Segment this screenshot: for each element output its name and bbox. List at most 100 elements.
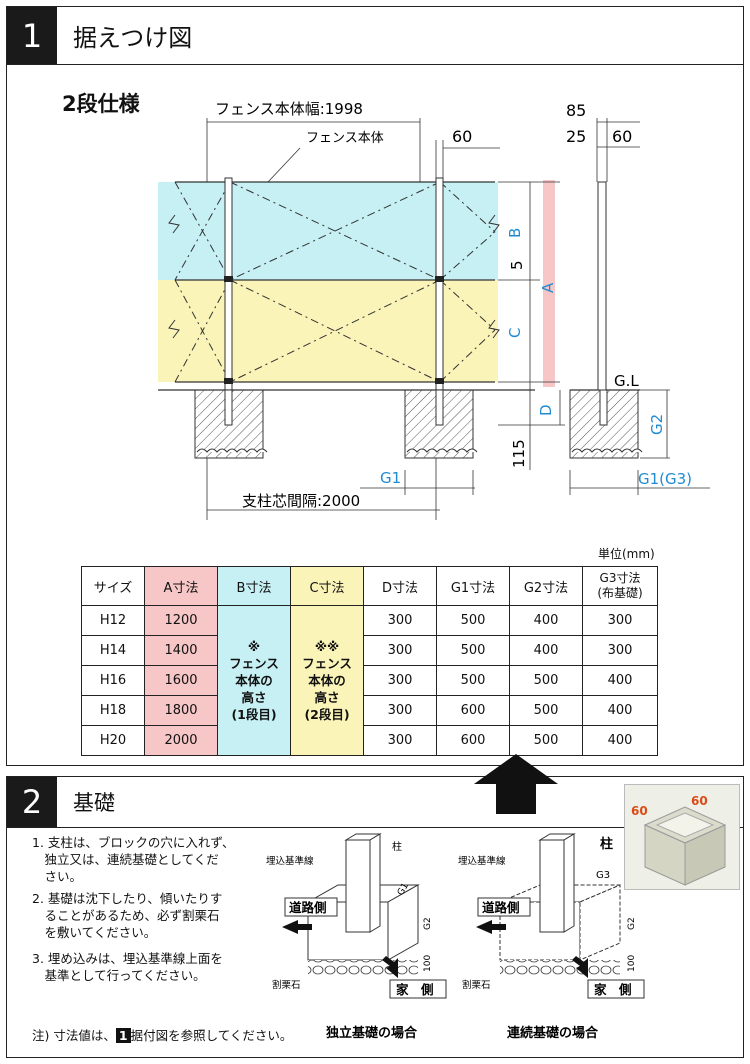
label-post-1: 柱: [392, 840, 402, 853]
th-c: C寸法: [290, 566, 364, 606]
cell-size: H18: [81, 695, 145, 726]
cell-g3: 400: [582, 665, 658, 696]
table-header-row: サイズ A寸法 B寸法 C寸法 D寸法 G1寸法 G2寸法 G3寸法 (布基礎): [81, 566, 658, 606]
note-3: 3. 埋め込みは、埋込基準線上面を 基準として行ってください。: [32, 951, 223, 983]
th-g1: G1寸法: [436, 566, 510, 606]
section-header: 2 基礎: [7, 777, 743, 828]
label-post-2: 柱: [600, 836, 613, 852]
label-dim-g2: G2: [648, 414, 666, 435]
post-cross-section-photo: 60 60: [624, 784, 740, 890]
cell-b-note: ※ フェンス 本体の 高さ (1段目): [217, 605, 291, 756]
cell-a: 1800: [144, 695, 218, 726]
cell-g2: 500: [509, 665, 583, 696]
label-post-depth-b: 60: [612, 127, 632, 146]
post-side-view: [597, 181, 607, 391]
dimension-table: サイズ A寸法 B寸法 C寸法 D寸法 G1寸法 G2寸法 G3寸法 (布基礎)…: [81, 566, 658, 756]
cell-g2: 400: [509, 605, 583, 636]
cell-g2: 500: [509, 695, 583, 726]
table-row: H16 1600 300 500 500 400: [81, 665, 658, 696]
cell-a: 1200: [144, 605, 218, 636]
cell-d: 300: [363, 695, 437, 726]
cell-a: 1400: [144, 635, 218, 666]
cell-g1: 600: [436, 725, 510, 756]
photo-dim-w: 60: [631, 804, 648, 818]
cell-g3: 300: [582, 635, 658, 666]
label-dim-b: B: [506, 228, 524, 238]
th-a: A寸法: [144, 566, 218, 606]
unit-label: 単位(mm): [598, 547, 655, 561]
cell-d: 300: [363, 635, 437, 666]
cell-d: 300: [363, 725, 437, 756]
section-number: 1: [7, 7, 57, 64]
foundation-diagrams: 埋込基準線 柱 G1 G2 100 道路側 家 側 割栗石 独立基礎の場合 埋込…: [266, 833, 645, 1041]
note-2: 2. 基礎は沈下したり、傾いたりす ることがあるため、必ず割栗石 を敷いてくださ…: [32, 891, 223, 940]
cell-g2: 500: [509, 725, 583, 756]
label-embed-line-2: 埋込基準線: [458, 855, 506, 867]
th-g3: G3寸法 (布基礎): [582, 566, 658, 606]
a-dimension-band: [543, 180, 555, 387]
footnote-post: 据付図を参照してください。: [130, 1028, 293, 1043]
label-house-side-1: 家 側: [396, 982, 434, 997]
cell-g1: 500: [436, 605, 510, 636]
section-title: 基礎: [73, 791, 115, 815]
label-post-depth-total: 85: [566, 101, 586, 120]
label-g3: G3: [596, 870, 610, 881]
cell-g2: 400: [509, 635, 583, 666]
label-gap: 5: [508, 260, 526, 270]
label-continuous: 連続基礎の場合: [507, 1025, 599, 1041]
label-g2-1: G2: [423, 917, 433, 930]
cell-size: H12: [81, 605, 145, 636]
section-header: 1 据えつけ図: [7, 7, 743, 65]
label-post-width: 60: [452, 127, 472, 146]
cell-g1: 500: [436, 635, 510, 666]
photo-dim-d: 60: [691, 794, 708, 808]
th-size: サイズ: [81, 566, 145, 606]
th-g2: G2寸法: [509, 566, 583, 606]
th-b: B寸法: [217, 566, 291, 606]
cell-a: 2000: [144, 725, 218, 756]
cell-g3: 300: [582, 605, 658, 636]
label-g2-2: G2: [627, 917, 637, 930]
label-dim-115: 115: [510, 439, 528, 468]
section-number: 2: [7, 777, 57, 827]
label-rubble-1: 割栗石: [272, 979, 301, 991]
installation-diagram: フェンス本体幅:1998 フェンス本体 60 85 25 60 5 B C A …: [158, 100, 710, 520]
cell-g1: 500: [436, 665, 510, 696]
table-row: H20 2000 300 600 500 400: [81, 725, 658, 756]
label-house-side-2: 家 側: [594, 982, 632, 997]
cell-size: H14: [81, 635, 145, 666]
label-100-1: 100: [423, 955, 433, 972]
cell-g1: 600: [436, 695, 510, 726]
label-independent: 独立基礎の場合: [326, 1025, 418, 1041]
label-dim-g1: G1: [380, 469, 401, 487]
up-arrow-icon: [474, 754, 558, 814]
lower-panel-area: [158, 280, 498, 382]
label-dim-d: D: [537, 404, 555, 416]
cell-size: H20: [81, 725, 145, 756]
label-gl: G.L: [614, 372, 639, 390]
cell-g3: 400: [582, 725, 658, 756]
post-left: [224, 177, 233, 424]
table-row: H12 1200 ※ フェンス 本体の 高さ (1段目) ※※ フェンス 本体の…: [81, 605, 658, 756]
spec-title: 2段仕様: [62, 92, 140, 116]
cell-d: 300: [363, 605, 437, 636]
label-dim-g1g3: G1(G3): [638, 470, 692, 488]
upper-panel-area: [158, 182, 498, 280]
table-row: H14 1400 300 500 400 300: [81, 635, 658, 666]
label-body: フェンス本体: [306, 131, 384, 146]
label-post-depth-a: 25: [566, 127, 586, 146]
label-rubble-2: 割栗石: [462, 979, 491, 991]
label-100-2: 100: [627, 955, 637, 972]
label-dim-c: C: [506, 328, 524, 338]
section-title: 据えつけ図: [73, 24, 193, 52]
th-d: D寸法: [363, 566, 437, 606]
label-road-side-1: 道路側: [289, 900, 327, 915]
cell-a: 1600: [144, 665, 218, 696]
footnote-num: 1: [115, 1028, 131, 1043]
label-road-side-2: 道路側: [482, 900, 520, 915]
cell-size: H16: [81, 665, 145, 696]
label-embed-line-1: 埋込基準線: [266, 855, 314, 867]
note-1: 1. 支柱は、ブロックの穴に入れず、 独立又は、連続基礎としてくだ さい。: [32, 835, 235, 884]
cell-c-note: ※※ フェンス 本体の 高さ (2段目): [290, 605, 364, 756]
